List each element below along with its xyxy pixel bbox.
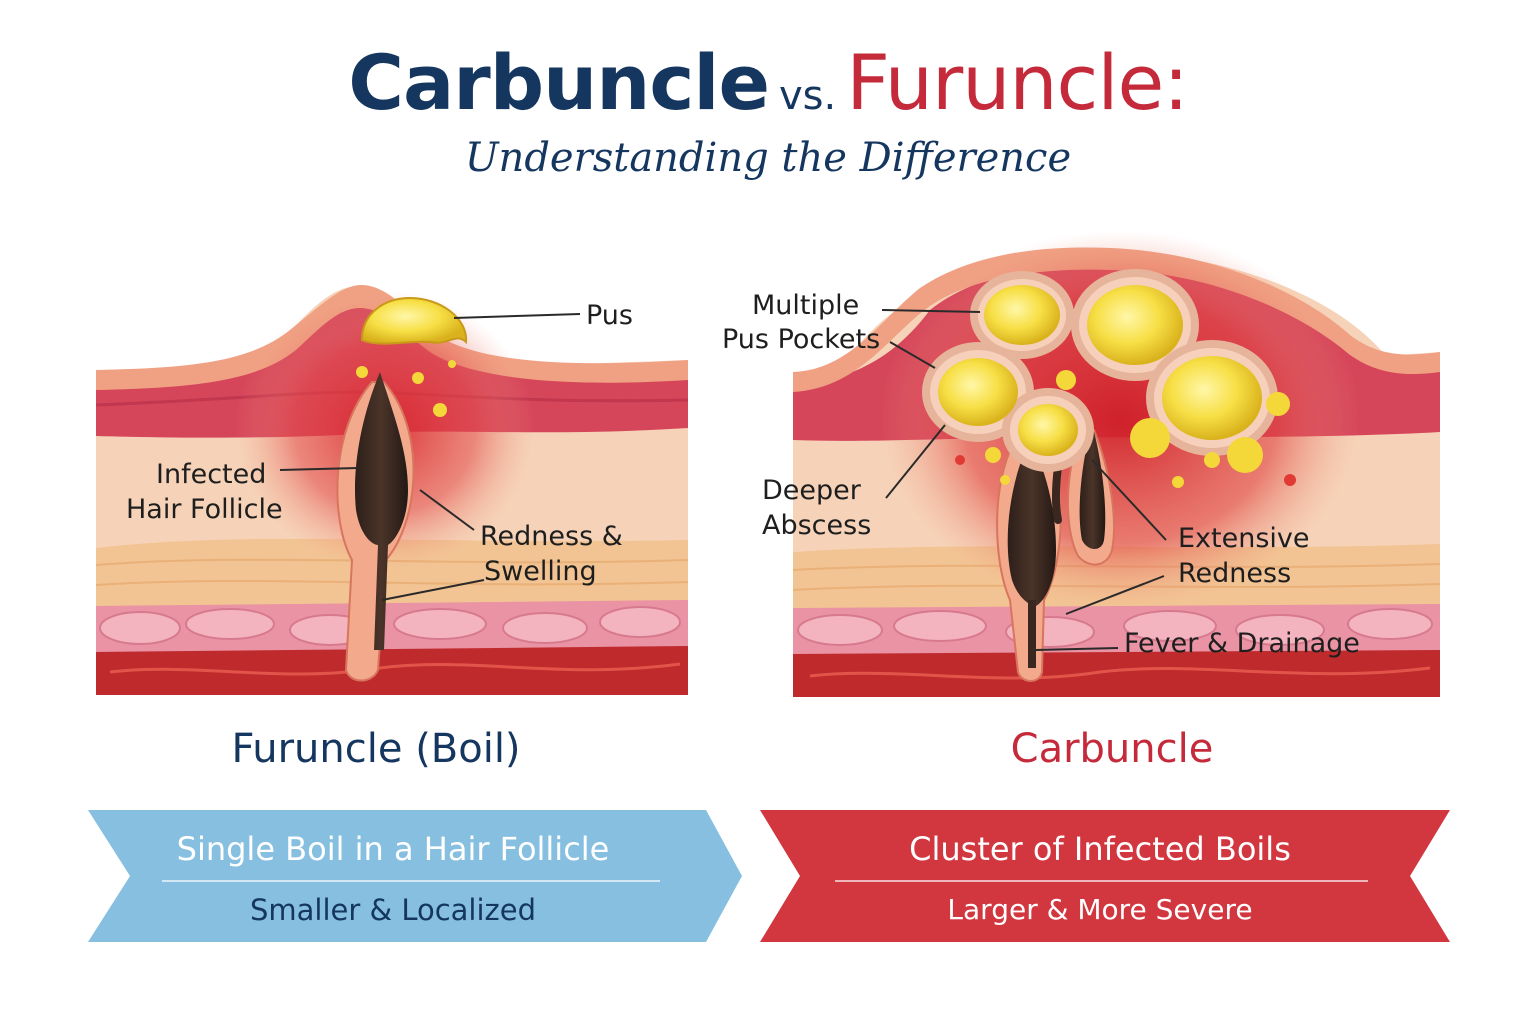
carbuncle-title: Carbuncle [1010,726,1214,772]
label-multiple: Multiple [752,290,860,321]
label-hair-follicle: Hair Follicle [126,494,283,525]
title-vs: vs. [779,73,837,119]
furuncle-banner-sub: Smaller & Localized [249,893,537,927]
furuncle-banner-main: Single Boil in a Hair Follicle [176,830,610,868]
label-redness-2: Redness [1178,558,1292,589]
subtitle: Understanding the Difference [464,135,1072,181]
label-fever-drainage: Fever & Drainage [1124,628,1360,659]
furuncle-title: Furuncle (Boil) [231,726,521,772]
label-redness: Redness & [480,521,623,552]
label-abscess: Abscess [762,510,872,541]
title-carbuncle: Carbuncle [348,38,770,127]
label-pus: Pus [586,300,633,331]
label-deeper: Deeper [762,475,861,506]
leader-lines [279,309,1167,651]
label-infected: Infected [156,459,267,490]
furuncle-banner-shape [88,810,742,942]
carbuncle-banner-shape [760,810,1450,942]
label-pus-pockets: Pus Pockets [722,324,881,355]
furuncle-illustration [95,284,689,695]
label-extensive: Extensive [1178,523,1310,554]
label-swelling: Swelling [484,556,597,587]
carbuncle-illustration [792,230,1441,698]
carbuncle-banner-main: Cluster of Infected Boils [909,830,1291,868]
title-furuncle: Furuncle: [846,38,1189,127]
carbuncle-banner-sub: Larger & More Severe [947,893,1253,926]
